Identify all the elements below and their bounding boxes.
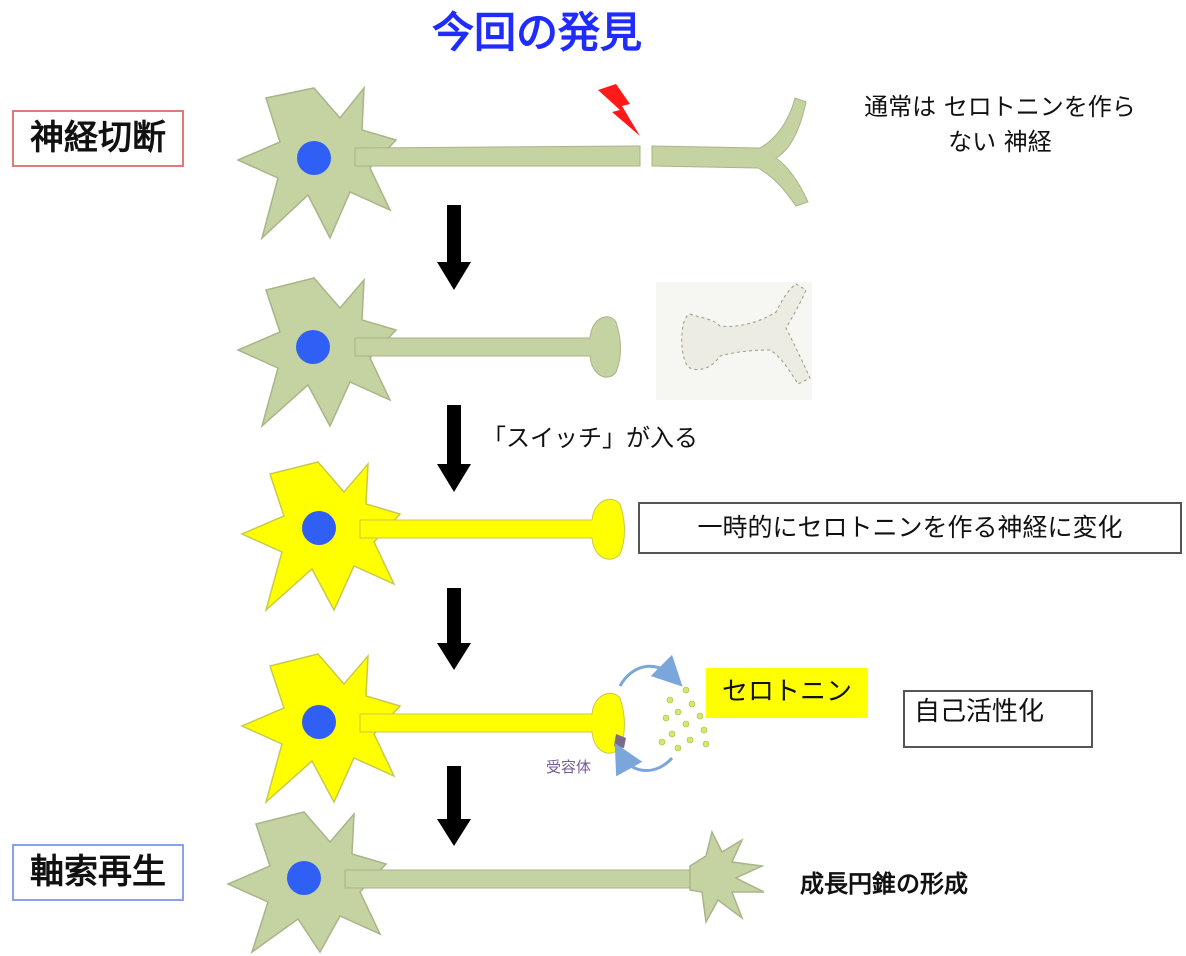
cycle-arrow-top-icon [618,654,683,687]
serotonin-label: セロトニン [706,668,868,718]
growth-cone-label: 成長円錐の形成 [800,870,968,898]
axon-with-bulb [359,692,625,754]
receptor-label: 受容体 [546,758,592,776]
degenerating-axon [681,283,811,385]
receptor-marker [614,734,626,748]
axon-distal [651,97,809,207]
axon [344,869,695,889]
nucleus [302,705,336,739]
cycle-arrow-bottom-icon [614,742,674,777]
nucleus [297,141,331,175]
down-arrow [437,405,471,492]
neuron-row-self-activation [240,653,710,805]
diagram-title: 今回の発見 [432,8,643,57]
axon-with-bulb [354,316,621,378]
nucleus [296,330,330,364]
stage-label-nerve-cut: 神経切断 [12,110,184,167]
stage-label-axon-regeneration: 軸索再生 [12,844,184,901]
growth-cone [689,829,765,925]
injury-lightning-icon [598,84,640,136]
neuron-row-retraction [236,277,812,429]
axon-with-bulb [359,498,625,560]
neuron-row-regeneration [226,811,765,954]
down-arrow [437,766,471,846]
nucleus [287,861,321,895]
self-activation-box [903,690,1093,748]
nucleus [302,511,336,545]
switch-on-label: 「スイッチ」が入る [482,424,698,452]
down-arrow [437,205,471,290]
neuron-row-cut [236,84,809,241]
normal-nerve-note: 通常は セロトニンを作らない 神経 [864,93,1136,156]
self-activation-text: 自己活性化 [914,697,1045,727]
serotonin-particles [658,686,710,752]
axon-proximal [354,145,641,167]
down-arrow [437,588,471,670]
neuron-row-serotonin [240,461,625,613]
temporary-change-box: 一時的にセロトニンを作る神経に変化 [638,502,1182,554]
